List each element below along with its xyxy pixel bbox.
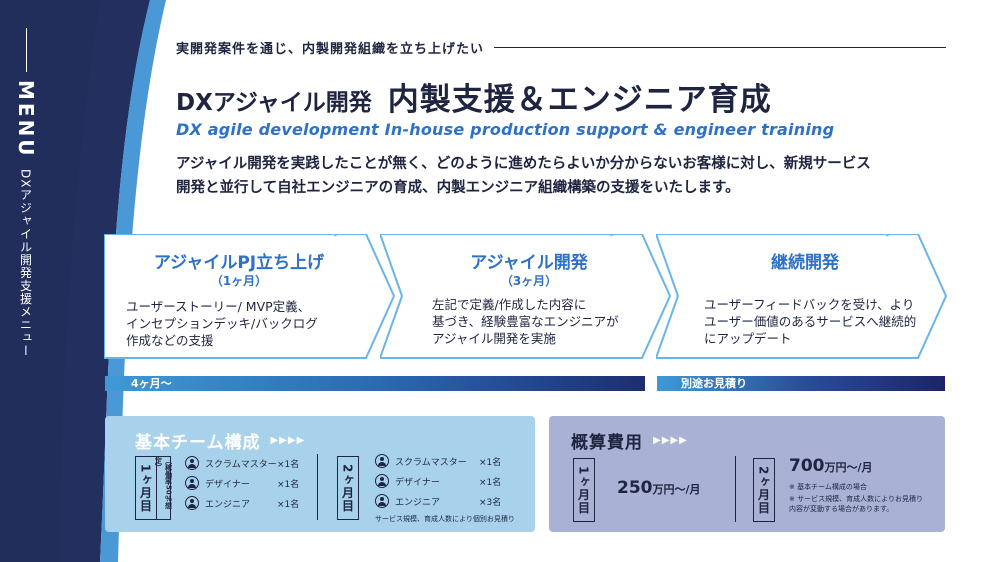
team-member-row: スクラムマスター ×1名 [185, 456, 299, 470]
price-unit: 万円〜/月 [824, 461, 873, 474]
period-label: 1ヶ月目 [576, 465, 591, 515]
period-box-month-1: 1ヶ月目 [573, 458, 595, 522]
timeline-bar-initial: 4ヶ月〜 [105, 376, 645, 391]
timeline-bar-label: 別途お見積り [681, 377, 747, 390]
description-line: アジャイル開発を実践したことが無く、どのように進めたらよいか分からないお客様に対… [176, 156, 871, 172]
cost-note: ※ 基本チーム構成の場合 [789, 483, 867, 491]
timeline-bar-label: 4ヶ月〜 [131, 377, 172, 390]
team-panel-heading: 基本チーム構成 ▶▶▶▶ [135, 428, 305, 453]
period-label: 2ヶ月目 [340, 463, 355, 513]
step-body-line: ユーザーストーリー/ MVP定義、 [126, 299, 311, 314]
period-box-month-1: 1ヶ月目 [135, 456, 157, 520]
member-role: エンジニア [395, 497, 441, 508]
step-body-line: アジャイル開発を実施 [432, 331, 556, 346]
price-month-1: 250万円〜/月 [617, 478, 701, 498]
step-chevron-shape [104, 234, 396, 359]
step-chevron-shape [380, 234, 672, 359]
team-note: サービス規模、育成人数により個別お見積り [375, 515, 515, 523]
person-icon [185, 496, 199, 510]
period-box-month-2: 2ヶ月目 [337, 456, 359, 520]
step-body: ユーザーストーリー/ MVP定義、 インセプションデッキ/バックログ 作成などの… [126, 298, 376, 349]
step-title: アジャイル開発 [470, 253, 588, 273]
step-title: 継続開発 [771, 253, 839, 273]
team-member-row: スクラムマスター ×1名 [375, 454, 501, 468]
cost-panel-heading: 概算費用 ▶▶▶▶ [571, 428, 688, 453]
team-member-row: エンジニア ×1名 [185, 496, 299, 510]
step-body-line: 左記で定義/作成した内容に [432, 297, 587, 312]
step-body-line: にアップデート [704, 331, 792, 346]
menu-sub-label: DXアジャイル開発支援メニュー [18, 168, 33, 358]
member-count: ×1名 [479, 457, 502, 468]
timeline-bar-continuous: 別途お見積り [657, 376, 945, 391]
step-body: 左記で定義/作成した内容に 基づき、経験豊富なエンジニアが アジャイル開発を実施 [432, 296, 652, 347]
period-note: （稼働率50％想定） [154, 457, 173, 509]
cost-divider [735, 456, 736, 522]
team-divider [317, 454, 318, 520]
member-role: エンジニア [205, 499, 251, 510]
price-month-2: 700万円〜/月 [789, 456, 873, 476]
period-label: 1ヶ月目 [138, 463, 153, 513]
price-amount: 700 [789, 456, 825, 476]
english-subtitle: DX agile development In-house production… [176, 120, 835, 139]
cost-panel: 概算費用 ▶▶▶▶ 1ヶ月目 250万円〜/月 2ヶ月目 700万円〜/月 ※ … [549, 416, 945, 532]
title-secondary: 内製支援＆エンジニア育成 [387, 82, 772, 118]
person-icon [185, 456, 199, 470]
team-member-row: デザイナー ×1名 [375, 474, 501, 488]
team-member-row: デザイナー ×1名 [185, 476, 299, 490]
price-amount: 250 [617, 478, 653, 498]
member-count: ×1名 [479, 477, 502, 488]
cost-note: ※ サービス規模、育成人数によりお見積り内容が変動する場合があります。 [789, 495, 923, 513]
sidebar-rule [26, 28, 27, 72]
step-title: アジャイルPJ立ち上げ [153, 253, 325, 273]
sidebar: MENU DXアジャイル開発支援メニュー [0, 0, 166, 562]
team-heading-label: 基本チーム構成 [135, 433, 261, 453]
member-count: ×1名 [277, 499, 300, 510]
arrows-icon: ▶▶▶▶ [653, 435, 688, 446]
person-icon [375, 454, 389, 468]
step-duration: （1ヶ月） [210, 274, 268, 288]
member-role: スクラムマスター [395, 457, 467, 468]
eyebrow-row: 実開発案件を通じ、内製開発組織を立ち上げたい [176, 38, 946, 57]
member-role: スクラムマスター [205, 459, 277, 470]
description: アジャイル開発を実践したことが無く、どのように進めたらよいか分からないお客様に対… [176, 152, 956, 200]
page-title: DXアジャイル開発 内製支援＆エンジニア育成 [176, 74, 772, 119]
step-body-line: ユーザー価値のあるサービスへ継続的 [704, 314, 917, 329]
step-duration: （3ヶ月） [500, 274, 558, 288]
description-line: 開発と並行して自社エンジニアの育成、内製エンジニア組織構築の支援をいたします。 [176, 180, 740, 196]
person-icon [375, 474, 389, 488]
team-member-row: エンジニア ×3名 [375, 494, 501, 508]
step-body-line: インセプションデッキ/バックログ [126, 316, 318, 331]
price-unit: 万円〜/月 [652, 483, 701, 496]
eyebrow-rule [494, 47, 946, 48]
step-body-line: 作成などの支援 [126, 333, 214, 348]
cost-heading-label: 概算費用 [571, 433, 643, 453]
step-card-kickoff: アジャイルPJ立ち上げ （1ヶ月） ユーザーストーリー/ MVP定義、 インセプ… [104, 234, 404, 359]
member-role: デザイナー [205, 479, 250, 490]
member-count: ×1名 [277, 479, 300, 490]
title-primary: DXアジャイル開発 [176, 90, 372, 116]
member-count: ×1名 [277, 459, 300, 470]
step-body-line: ユーザーフィードバックを受け、より [704, 297, 915, 312]
eyebrow-text: 実開発案件を通じ、内製開発組織を立ち上げたい [176, 42, 485, 57]
sidebar-vertical-text: MENU DXアジャイル開発支援メニュー [14, 80, 38, 357]
menu-label: MENU [14, 80, 38, 159]
team-panel: 基本チーム構成 ▶▶▶▶ 1ヶ月目 （稼働率50％想定） スクラムマスター ×1… [105, 416, 535, 532]
step-body: ユーザーフィードバックを受け、より ユーザー価値のあるサービスへ継続的 にアップ… [704, 296, 944, 347]
period-box-month-2: 2ヶ月目 [753, 458, 775, 522]
period-label: 2ヶ月目 [756, 465, 771, 515]
step-card-agile-dev: アジャイル開発 （3ヶ月） 左記で定義/作成した内容に 基づき、経験豊富なエンジ… [380, 234, 680, 359]
person-icon [185, 476, 199, 490]
member-count: ×3名 [479, 497, 502, 508]
person-icon [375, 494, 389, 508]
step-chevron-shape [656, 234, 948, 359]
period-note-box: （稼働率50％想定） [154, 456, 173, 520]
member-role: デザイナー [395, 477, 440, 488]
step-card-continuous: 継続開発 ユーザーフィードバックを受け、より ユーザー価値のあるサービスへ継続的… [656, 234, 956, 359]
step-body-line: 基づき、経験豊富なエンジニアが [432, 314, 619, 329]
arrows-icon: ▶▶▶▶ [270, 435, 306, 446]
